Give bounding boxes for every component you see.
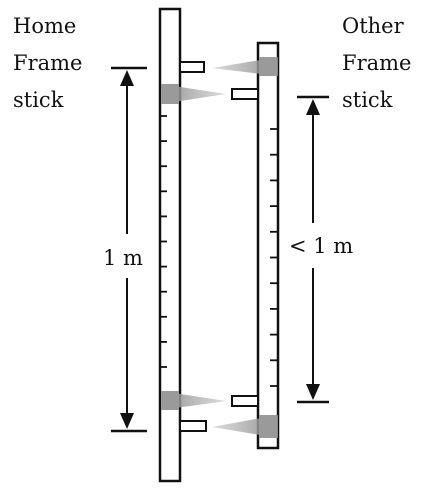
other-label-line-3: stick — [342, 88, 393, 112]
other-stick — [256, 41, 280, 450]
other-dim-arrowhead-down — [306, 384, 320, 400]
bottom-marker-other — [231, 395, 259, 407]
home-label-line-2: Frame — [13, 51, 82, 75]
home-stick-ticks — [161, 115, 167, 368]
home-length-dimension — [111, 66, 147, 433]
home-dim-arrowhead-down — [120, 413, 134, 429]
top-marker-home — [179, 61, 205, 73]
other-label-line-2: Frame — [342, 51, 411, 75]
other-frame-label: Other Frame stick — [342, 14, 411, 112]
beam-source-top-other — [259, 57, 277, 76]
home-frame-label: Home Frame stick — [13, 14, 82, 112]
top-marker-other — [231, 88, 259, 100]
other-dim-arrowhead-up — [306, 99, 320, 115]
beam-source-top-home — [161, 84, 179, 104]
other-length-label: < 1 m — [289, 234, 353, 258]
beam-source-bottom-home — [161, 391, 179, 410]
bottom-marker-home — [179, 420, 207, 432]
home-label-line-3: stick — [13, 88, 64, 112]
home-dim-arrowhead-up — [120, 70, 134, 86]
home-label-line-1: Home — [13, 14, 76, 38]
other-stick-ticks — [270, 128, 277, 387]
beam-source-bottom-other — [259, 415, 277, 438]
other-label-line-1: Other — [342, 14, 405, 38]
home-stick — [158, 7, 182, 483]
other-length-dimension — [297, 95, 329, 404]
home-length-label: 1 m — [103, 246, 143, 270]
